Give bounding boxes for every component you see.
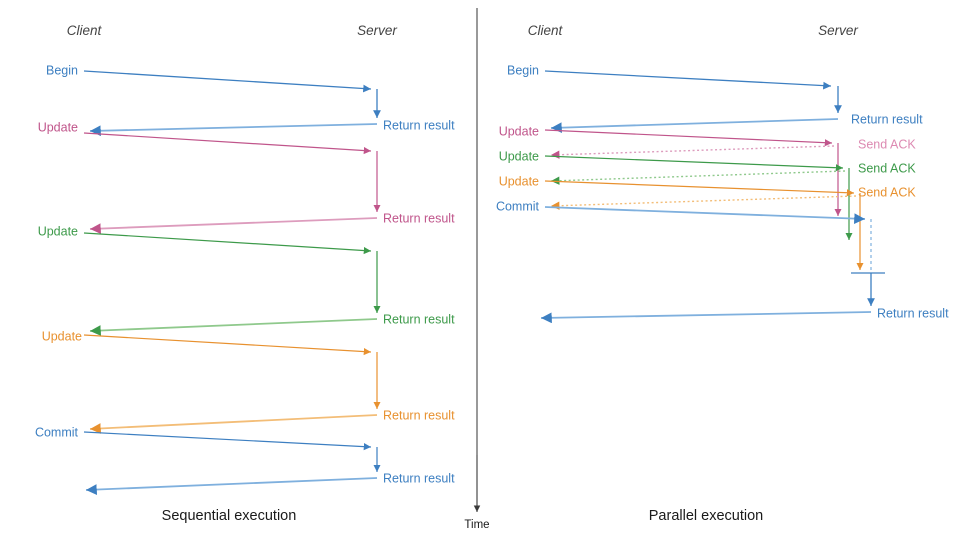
- caption-sequential: Sequential execution: [162, 508, 297, 524]
- p-client-label-update2: Update: [499, 149, 539, 163]
- panel-parallel: Client Server Begin: [496, 23, 949, 524]
- panel-sequential: Client Server Begin Update: [35, 23, 455, 524]
- p-server-label-ack1: Send ACK: [858, 137, 916, 151]
- actor-client-sequential: Client: [67, 23, 103, 38]
- client-label-update2: Update: [38, 224, 78, 238]
- p-client-label-commit: Commit: [496, 199, 540, 213]
- client-label-commit: Commit: [35, 425, 79, 439]
- message-commit-request: [83, 431, 372, 451]
- p-message-ack2: [550, 170, 846, 185]
- p-server-label-return2: Return result: [877, 306, 949, 320]
- p-server-label-ack3: Send ACK: [858, 185, 916, 199]
- server-label-return3: Return result: [383, 312, 455, 326]
- actor-server-parallel: Server: [818, 23, 858, 38]
- p-client-label-update1: Update: [499, 124, 539, 138]
- actor-client-parallel: Client: [528, 23, 564, 38]
- message-update2-response: [89, 318, 378, 336]
- p-client-label-update3: Update: [499, 174, 539, 188]
- p-message-update1-request: [544, 129, 833, 147]
- p-message-update2-request: [544, 155, 844, 172]
- p-message-commit-request: [544, 206, 866, 224]
- caption-parallel: Parallel execution: [649, 508, 763, 524]
- server-label-return5: Return result: [383, 471, 455, 485]
- message-update1-request: [83, 132, 372, 155]
- server-label-return2: Return result: [383, 211, 455, 225]
- p-server-label-return1: Return result: [851, 112, 923, 126]
- message-commit-response: [85, 477, 378, 495]
- server-label-return4: Return result: [383, 408, 455, 422]
- p-message-ack3: [550, 195, 857, 210]
- time-axis-label: Time: [464, 519, 489, 531]
- message-begin-request: [83, 70, 372, 93]
- p-message-commit-response: [540, 311, 872, 324]
- message-update2-request: [83, 232, 372, 255]
- message-update3-request: [83, 334, 372, 356]
- client-label-begin: Begin: [46, 63, 78, 77]
- message-update3-response: [89, 414, 378, 434]
- p-message-ack1: [550, 145, 835, 159]
- actor-server-sequential: Server: [357, 23, 397, 38]
- p-client-label-begin: Begin: [507, 63, 539, 77]
- client-label-update3: Update: [42, 329, 82, 343]
- p-server-label-ack2: Send ACK: [858, 161, 916, 175]
- server-label-return1: Return result: [383, 118, 455, 132]
- message-begin-response: [89, 123, 378, 137]
- client-label-update1: Update: [38, 120, 78, 134]
- p-message-begin-request: [544, 70, 832, 90]
- p-message-begin-response: [550, 118, 839, 134]
- message-update1-response: [89, 217, 378, 234]
- p-message-update3-request: [544, 180, 855, 197]
